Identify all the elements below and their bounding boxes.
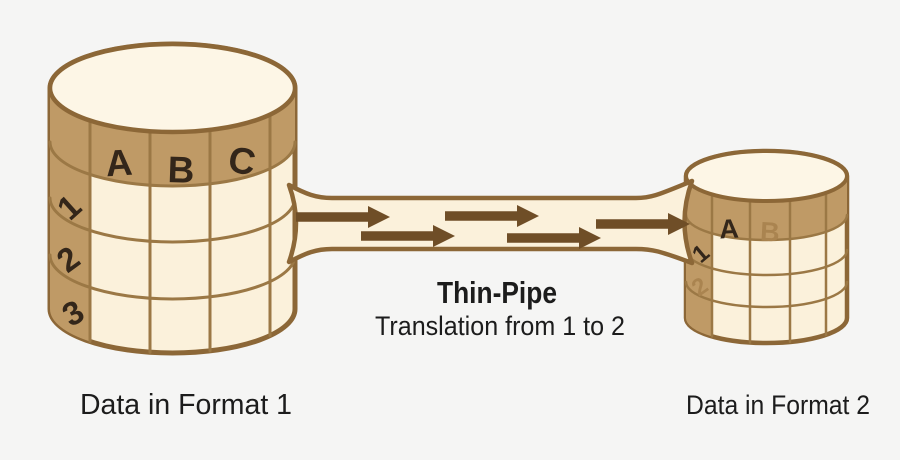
- cylinder-format-2: A B 1 2: [683, 148, 850, 346]
- column-header: A: [718, 214, 739, 245]
- grid-line: [48, 253, 297, 301]
- cylinder-2-grid-columns: [710, 191, 828, 344]
- flow-arrow: [507, 227, 601, 249]
- caption-format-2: Data in Format 2: [686, 390, 870, 420]
- cylinder-2-header-band: [686, 176, 847, 240]
- grid-line: [684, 213, 849, 242]
- pipe-subtitle: Translation from 1 to 2: [375, 311, 625, 341]
- grid-line: [684, 280, 849, 309]
- thin-pipe: [286, 178, 695, 266]
- cylinder-1-grid-rows: [48, 140, 297, 301]
- cylinder-1-header-band: [50, 88, 295, 186]
- cylinder-1-grid-columns: [88, 113, 272, 354]
- cylinder-2-lid: [684, 149, 849, 203]
- grid-line: [48, 196, 297, 244]
- grid-line: [48, 140, 297, 188]
- cylinder-2-grid-rows: [684, 213, 849, 309]
- column-header: B: [167, 149, 195, 191]
- caption-format-1: Data in Format 1: [80, 389, 292, 421]
- pipe-title: Thin-Pipe: [437, 275, 557, 310]
- flow-arrow: [296, 206, 390, 228]
- flow-arrow: [445, 205, 539, 227]
- cylinder-format-1: A B C 1 2 3: [47, 41, 298, 356]
- column-header-faded: B: [759, 217, 780, 248]
- cylinder-2-column-headers: A B: [718, 214, 780, 248]
- flow-arrows: [296, 205, 690, 249]
- flow-arrow: [361, 225, 455, 247]
- cylinder-1-lid: [47, 41, 298, 135]
- column-header: A: [104, 142, 134, 185]
- flow-arrow: [596, 213, 690, 235]
- grid-line: [684, 248, 849, 277]
